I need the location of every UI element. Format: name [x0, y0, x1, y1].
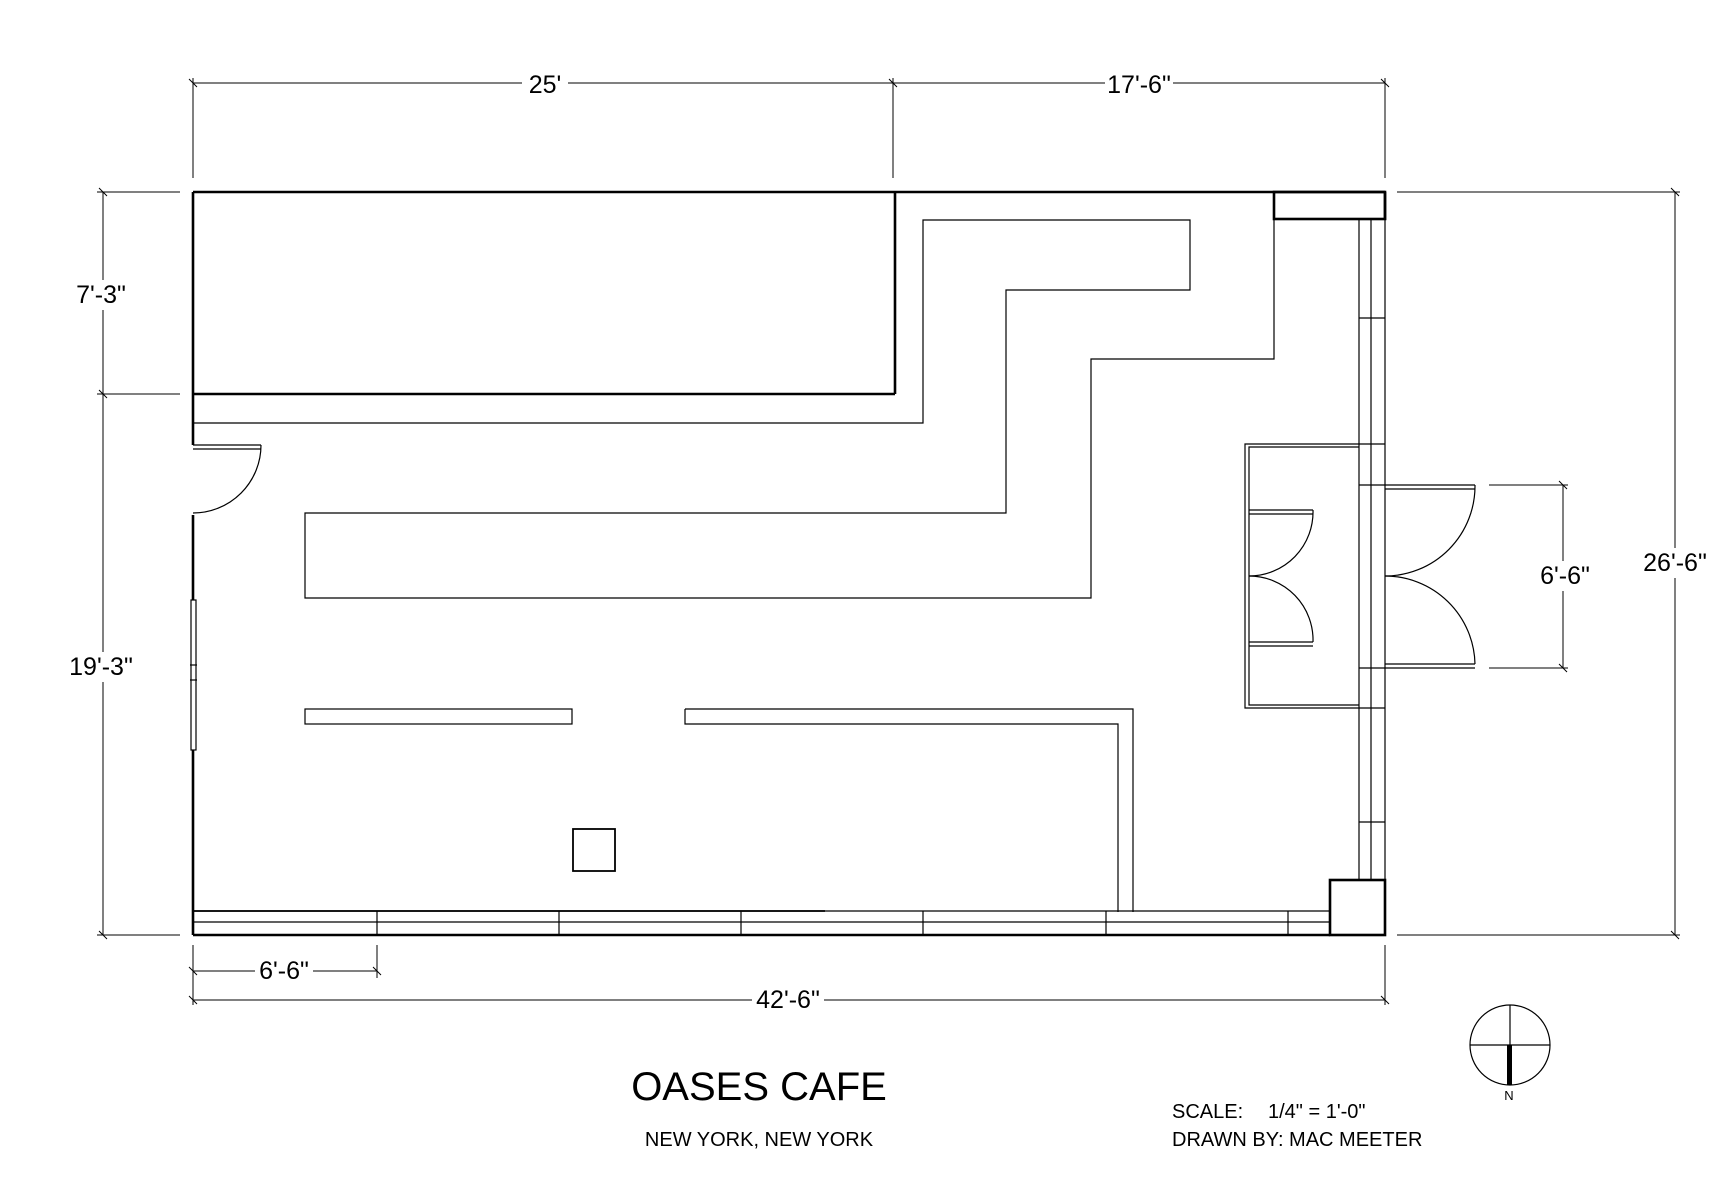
right-storefront — [1358, 219, 1386, 880]
dim-right-door: 6'-6" — [1540, 562, 1590, 590]
dim-left-lower: 19'-3" — [69, 653, 133, 681]
left-window — [190, 599, 197, 751]
plan-location: NEW YORK, NEW YORK — [645, 1129, 874, 1151]
scale-value: 1/4" = 1'-0" — [1268, 1101, 1366, 1123]
vestibule-door-swing-upper — [1248, 509, 1314, 577]
interior-column — [572, 828, 616, 872]
bottom-storefront — [193, 910, 1330, 935]
building-walls — [190, 190, 1387, 937]
exterior-door-swing-upper — [1384, 484, 1476, 577]
dimension-lines — [97, 78, 1680, 1005]
column-bottom-right — [1328, 878, 1387, 937]
kitchen-block — [193, 192, 897, 396]
north-arrow-pointer — [1507, 1045, 1512, 1085]
vestibule-door-swing-lower — [1248, 575, 1314, 643]
side-door — [192, 444, 262, 514]
drawn-by: DRAWN BY: MAC MEETER — [1172, 1129, 1422, 1151]
dim-bottom-overall: 42'-6" — [756, 986, 820, 1014]
scale-label: SCALE: — [1172, 1101, 1243, 1123]
dim-bottom-module: 6'-6" — [259, 957, 309, 985]
lower-counter-left — [304, 708, 573, 725]
dim-left-upper: 7'-3" — [76, 281, 126, 309]
vestibule — [1244, 443, 1359, 709]
lower-counter-right-outer — [685, 708, 1134, 912]
dim-top-right: 17'-6" — [1107, 71, 1171, 99]
lower-counter-right-inner — [684, 709, 1119, 912]
north-label: N — [1504, 1088, 1513, 1103]
plan-title: OASES CAFE — [631, 1065, 887, 1109]
column-top-right — [1272, 190, 1387, 221]
north-arrow: N — [1469, 1004, 1551, 1103]
exterior-doors — [1384, 484, 1476, 669]
exterior-door-swing-lower — [1384, 575, 1476, 665]
dim-top-left: 25' — [529, 71, 562, 99]
side-door-swing — [192, 444, 262, 514]
dim-right-overall: 26'-6" — [1643, 549, 1707, 577]
stepped-counter — [193, 219, 1275, 599]
